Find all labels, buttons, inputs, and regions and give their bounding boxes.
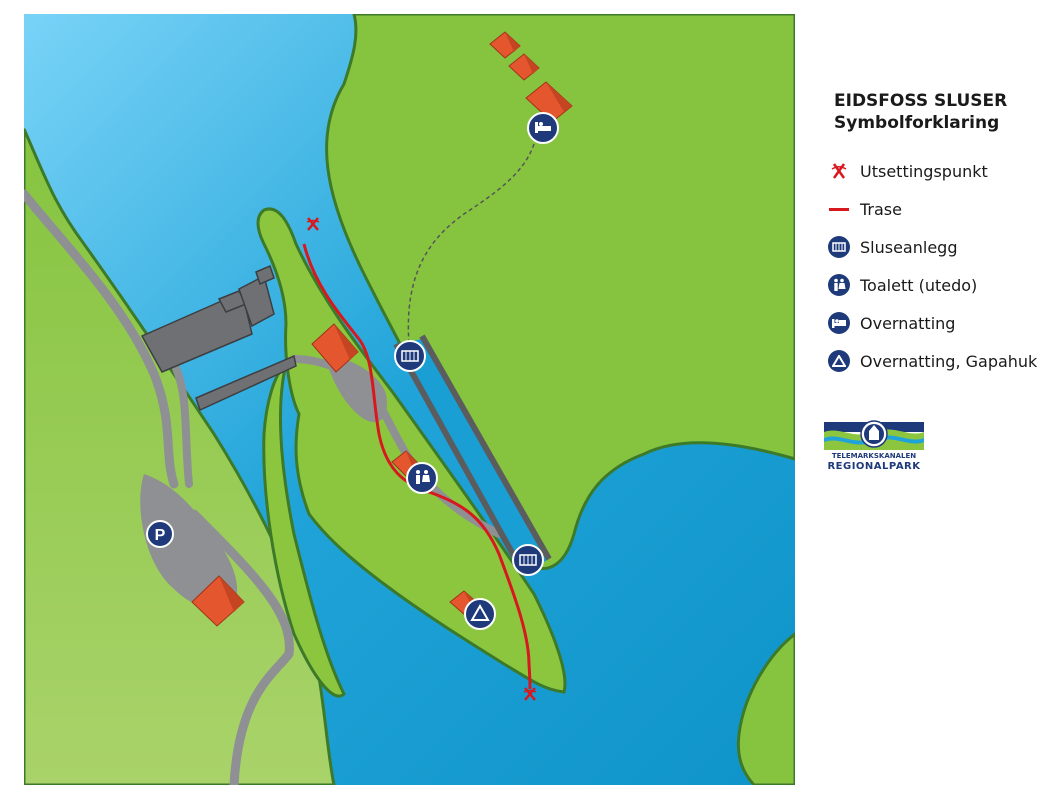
toilet-icon — [406, 462, 438, 494]
legend-subtitle: Symbolforklaring — [834, 113, 1000, 133]
legend-label: Overnatting, Gapahuk — [860, 351, 1038, 371]
lock-icon — [394, 340, 426, 372]
route-line-icon — [829, 208, 849, 211]
road-west — [24, 189, 179, 489]
southeast-land — [736, 632, 795, 785]
legend-item-bed: Overnatting — [826, 304, 1046, 342]
power-station — [140, 264, 297, 412]
legend: EIDSFOSS SLUSER Symbolforklaring Utsetti… — [826, 90, 1046, 380]
bed-icon — [828, 312, 850, 334]
legend-item-toilet: Toalett (utedo) — [826, 266, 1046, 304]
launch-point-icon — [831, 163, 847, 179]
legend-label: Sluseanlegg — [860, 237, 958, 257]
legend-list: Utsettingspunkt Trase — [826, 152, 1046, 380]
parking-letter: P — [155, 527, 166, 544]
logo-line2: REGIONALPARK — [827, 461, 921, 472]
legend-label: Toalett (utedo) — [860, 275, 978, 295]
shelter-icon — [828, 350, 850, 372]
map: P — [24, 14, 795, 785]
shelter-icon — [464, 598, 496, 630]
legend-label: Overnatting — [860, 313, 956, 333]
house — [311, 323, 359, 373]
parking-area — [140, 474, 238, 609]
lock-icon — [512, 544, 544, 576]
road-north-link — [170, 360, 193, 488]
legend-label: Utsettingspunkt — [860, 161, 988, 181]
legend-item-shelter: Overnatting, Gapahuk — [826, 342, 1046, 380]
lock-channel — [393, 334, 552, 576]
legend-label: Trase — [860, 199, 902, 219]
legend-item-lock: Sluseanlegg — [826, 228, 1046, 266]
south-tongue — [262, 359, 346, 698]
footpath — [407, 143, 535, 345]
legend-title: EIDSFOSS SLUSER — [834, 91, 1008, 111]
legend-item-launch-point: Utsettingspunkt — [826, 152, 1046, 190]
legend-item-route: Trase — [826, 190, 1046, 228]
house — [489, 31, 521, 59]
road-south — [189, 509, 294, 785]
launch-point-icon — [523, 687, 537, 701]
parking-icon: P — [146, 520, 174, 548]
toilet-icon — [828, 274, 850, 296]
roads — [24, 189, 503, 785]
house — [191, 575, 245, 627]
launch-point-icon — [306, 217, 320, 231]
logo-line1: TELEMARKSKANALEN — [831, 452, 917, 460]
house — [508, 53, 540, 81]
bed-icon — [527, 112, 559, 144]
logo-emblem — [824, 420, 924, 450]
lock-icon — [828, 236, 850, 258]
peninsula-clearing — [324, 354, 388, 423]
regional-park-logo: TELEMARKSKANALEN REGIONALPARK — [824, 420, 924, 472]
